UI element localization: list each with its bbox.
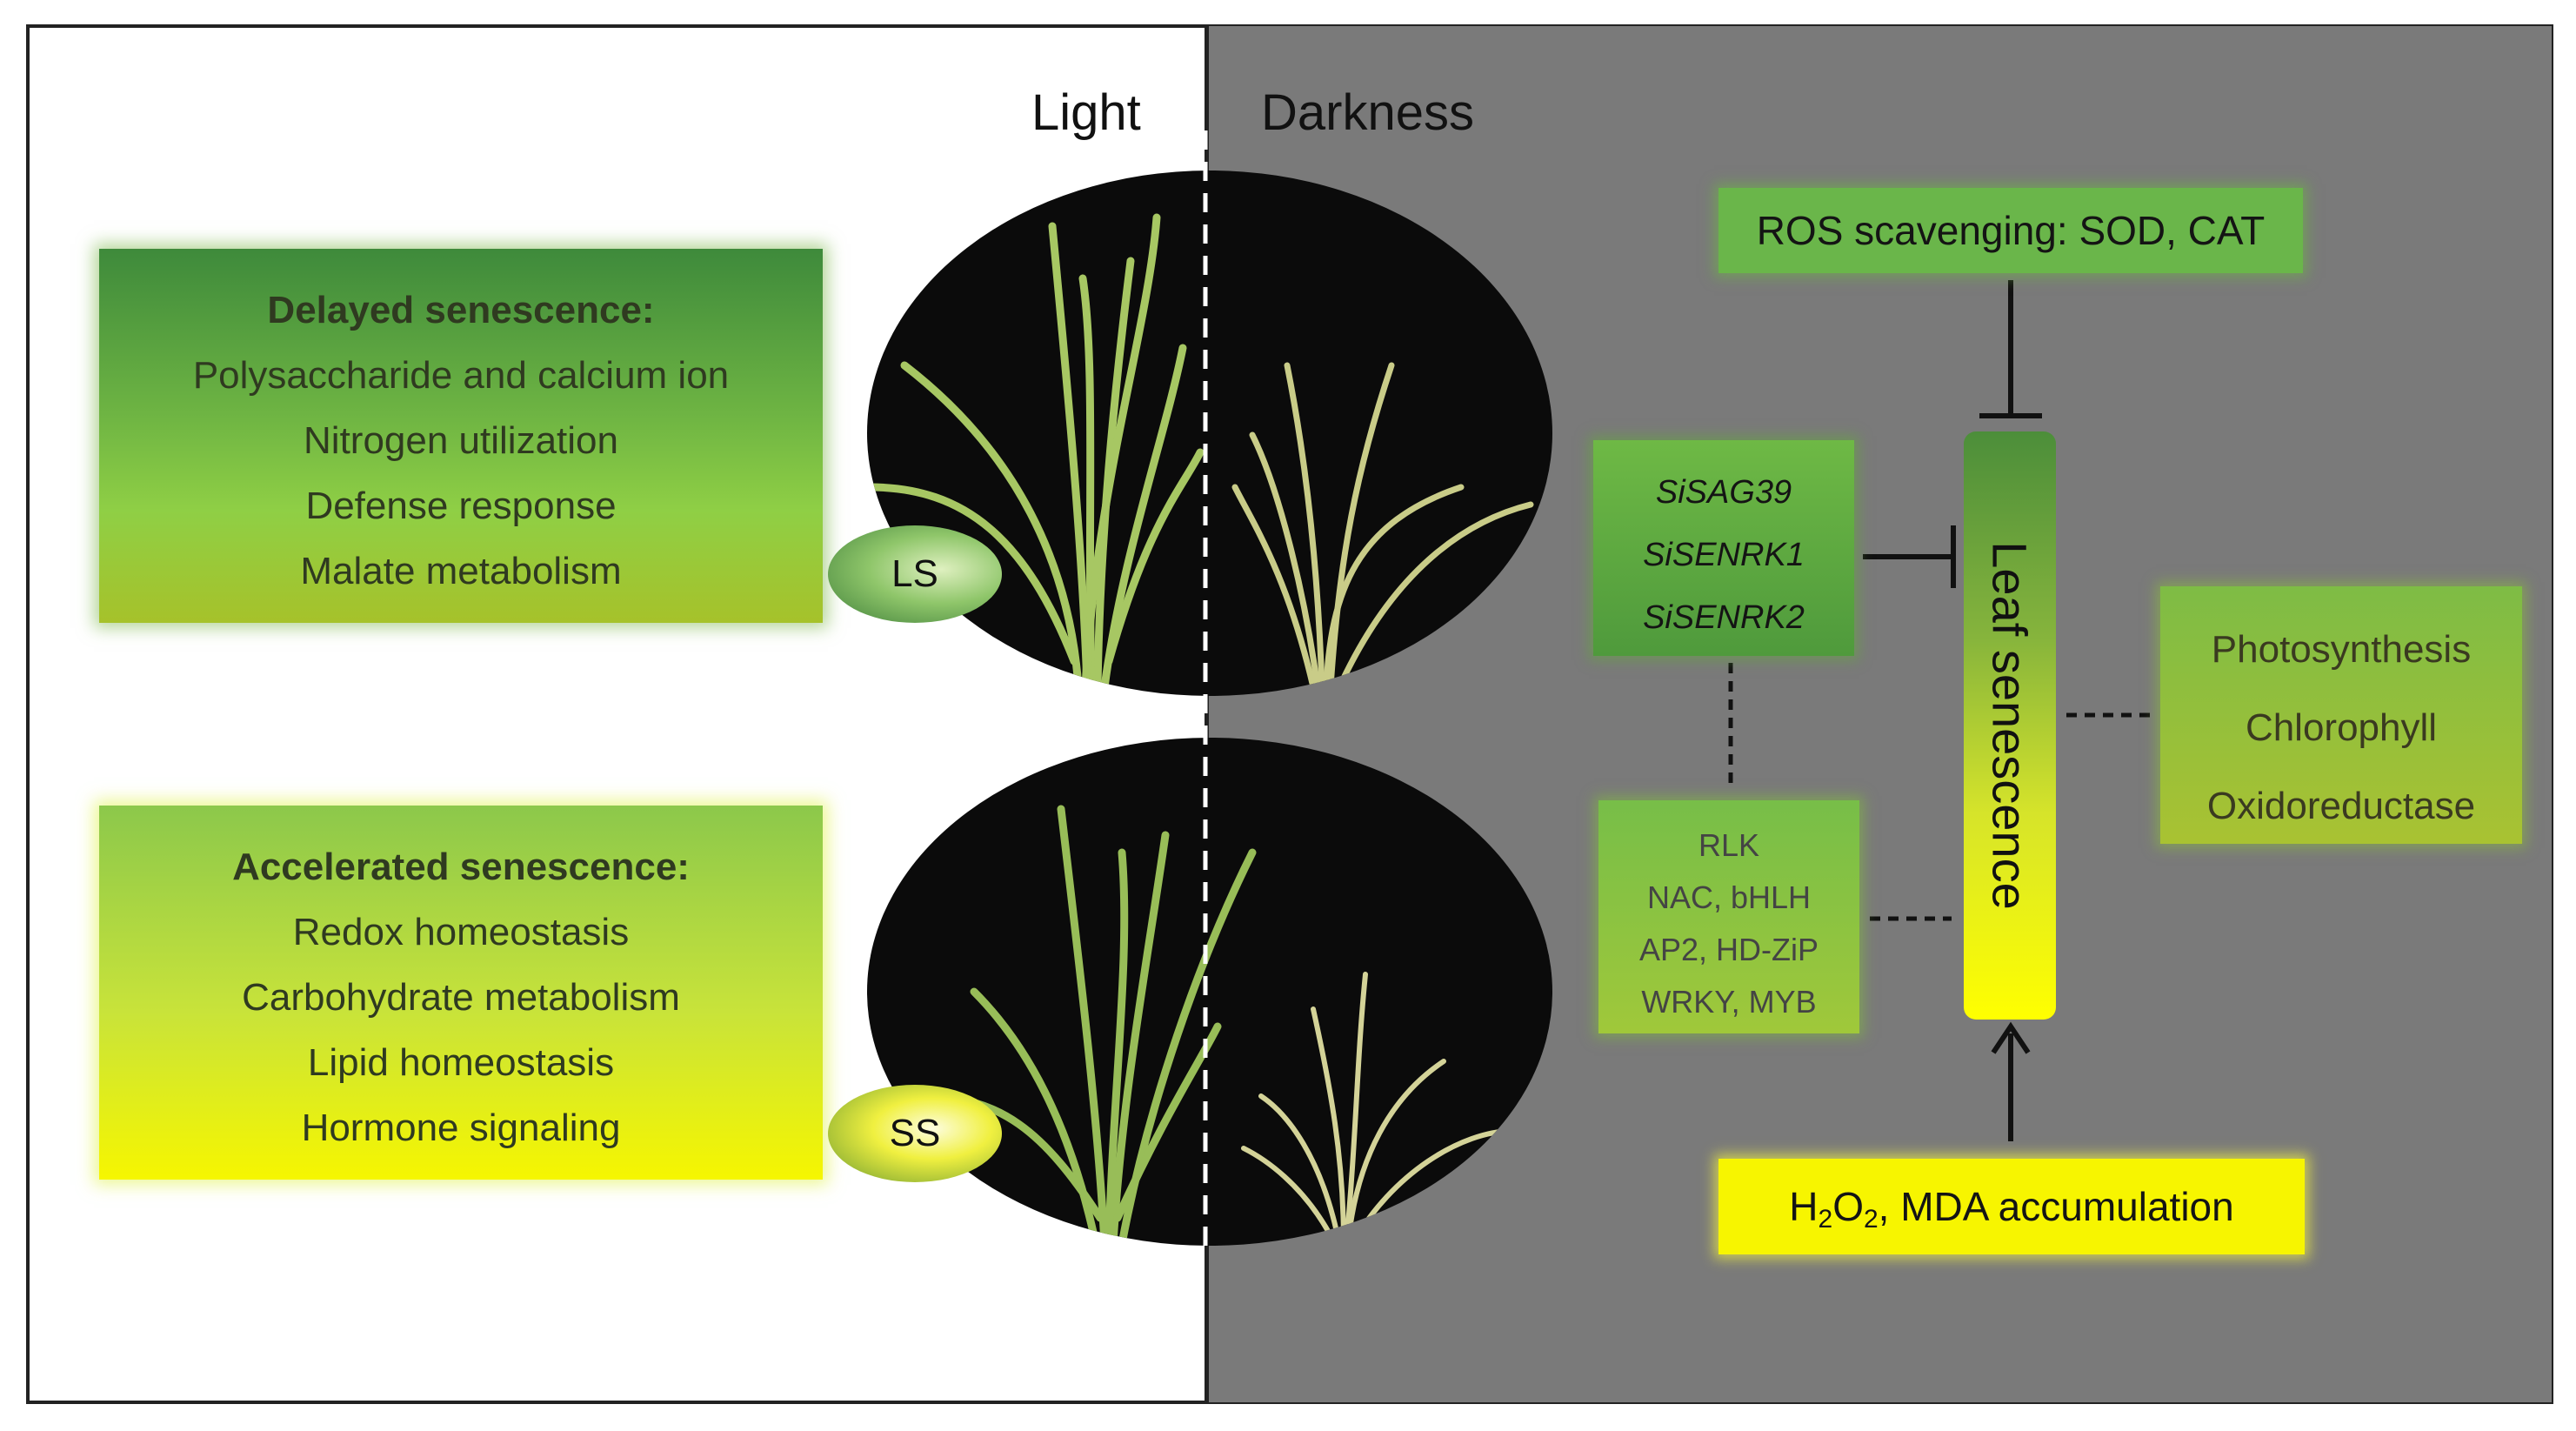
photo-item: Chlorophyll: [2245, 706, 2438, 749]
delayed-senescence-box: Delayed senescence: Polysaccharide and c…: [99, 249, 823, 623]
ls-oval-label: LS: [828, 525, 1002, 623]
gene-label: SiSENRK2: [1643, 599, 1805, 636]
ros-inhibition-arrow: [1979, 280, 2042, 418]
gene-inhibition-arrow: [1863, 525, 1956, 588]
accelerated-item: Redox homeostasis: [292, 911, 630, 953]
delayed-item: Malate metabolism: [300, 550, 622, 592]
h2o2-mda-box: H2O2, MDA accumulation: [1718, 1159, 2305, 1254]
ss-light-plant: [918, 805, 1257, 1246]
leaf-senescence-label: Leaf senescence: [1982, 541, 2038, 910]
accelerated-senescence-box: Accelerated senescence: Redox homeostasi…: [99, 806, 823, 1180]
ss-oval-label: SS: [828, 1085, 1002, 1182]
photo-item: Oxidoreductase: [2206, 785, 2476, 827]
h2o2-h: H: [1789, 1184, 1819, 1229]
tf-label: NAC, bHLH: [1646, 879, 1812, 915]
tf-label: RLK: [1698, 827, 1760, 863]
accelerated-item: Carbohydrate metabolism: [242, 976, 680, 1019]
delayed-item: Defense response: [305, 485, 617, 527]
photosynthesis-box: Photosynthesis Chlorophyll Oxidoreductas…: [2160, 586, 2522, 844]
ls-plant-photo: [867, 171, 1552, 696]
gene-label: SiSENRK1: [1643, 537, 1805, 573]
tf-label: AP2, HD-ZiP: [1638, 932, 1819, 967]
h2o2-activation-arrow: [1991, 1021, 2031, 1141]
accelerated-senescence-title: Accelerated senescence:: [232, 846, 690, 888]
ls-light-plant: [867, 213, 1205, 692]
tf-label: WRKY, MYB: [1641, 984, 1817, 1020]
h2o2-sub-2: 2: [1863, 1205, 1879, 1234]
ros-scavenging-box: ROS scavenging: SOD, CAT: [1718, 188, 2303, 273]
delayed-item: Nitrogen utilization: [304, 419, 618, 462]
photo-item: Photosynthesis: [2211, 628, 2472, 671]
gene-label: SiSAG39: [1655, 474, 1792, 511]
transcription-factor-box: RLK NAC, bHLH AP2, HD-ZiP WRKY, MYB: [1598, 800, 1859, 1033]
ls-dark-plant: [1231, 362, 1534, 691]
h2o2-rest: , MDA accumulation: [1878, 1184, 2234, 1229]
ss-plant-photo: [867, 738, 1552, 1246]
accelerated-item: Hormone signaling: [301, 1107, 621, 1149]
leaf-senescence-bar: [1964, 431, 2056, 1020]
h2o2-o: O: [1832, 1184, 1864, 1229]
light-label: Light: [1031, 84, 1141, 141]
h2o2-sub-1: 2: [1818, 1205, 1833, 1234]
ss-dark-plant: [1241, 972, 1516, 1246]
delayed-senescence-title: Delayed senescence:: [267, 289, 655, 331]
connectors: [1728, 280, 2150, 1141]
gene-box: SiSAG39 SiSENRK1 SiSENRK2: [1593, 440, 1854, 656]
delayed-item: Polysaccharide and calcium ion: [192, 354, 730, 397]
accelerated-item: Lipid homeostasis: [307, 1041, 615, 1084]
darkness-label: Darkness: [1261, 84, 1474, 141]
